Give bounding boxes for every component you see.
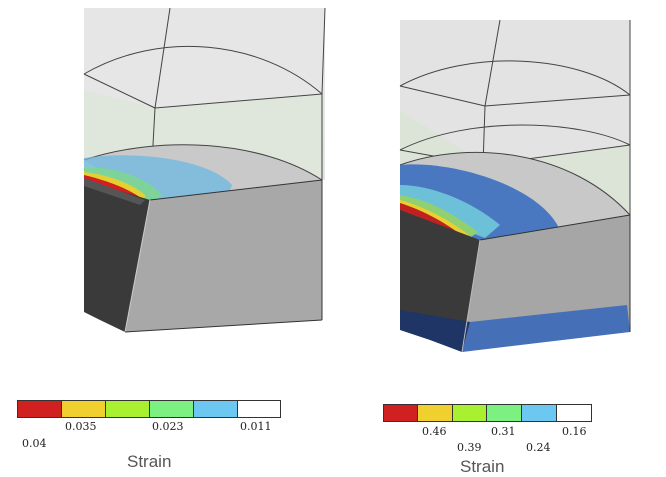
right-legend-swatch [486,404,522,422]
right-mid-arc-upper [399,124,631,151]
right-mid-arc [399,151,631,216]
left-edge-line [149,179,323,201]
left-edge-line [124,319,323,333]
left-legend-tick: 0.04 [22,437,47,450]
right-lower-band-side [400,310,470,352]
right-legend-tick: 0.24 [526,441,551,454]
right-edge-line [461,239,481,353]
right-legend-tick: 0.46 [422,425,447,438]
right-edge-line [484,94,631,107]
right-edge-line [479,214,631,241]
left-lower-side [84,180,150,332]
right-legend-title: Strain [460,457,505,476]
left-edge-line [83,73,156,109]
left-legend-tick: 0.023 [152,420,184,433]
right-legend-swatch [417,404,453,422]
right-edge-line [399,85,486,107]
right-legend-tick: 0.31 [491,425,516,438]
left-legend-swatch [193,400,238,418]
left-legend-title: Strain [127,452,172,471]
left-legend-swatch [149,400,194,418]
right-upper-arc [399,60,631,96]
left-upper-arc [83,45,323,95]
left-legend-swatch [105,400,150,418]
left-legend-swatch [237,400,281,418]
left-lower-front [125,180,322,332]
right-legend-tick: 0.39 [457,441,482,454]
left-edge-line [321,7,326,95]
right-strain-lightblue [400,185,500,238]
left-legend-swatch [17,400,62,418]
left-mid-arc [83,144,323,181]
left-legend-swatch [61,400,106,418]
left-edge-line [154,7,171,109]
left-legend-tick: 0.035 [65,420,97,433]
left-lower-side-top [84,178,145,205]
right-edge-line [484,19,501,107]
left-edge-line [154,93,323,109]
right-legend-swatch [556,404,592,422]
right-legend-swatch [521,404,557,422]
left-edge-line [124,199,151,333]
right-legend-swatch [383,404,418,422]
right-legend-tick: 0.16 [562,425,587,438]
right-lower-band-front [462,305,630,352]
right-legend-swatch [452,404,487,422]
left-legend-tick: 0.011 [240,420,272,433]
